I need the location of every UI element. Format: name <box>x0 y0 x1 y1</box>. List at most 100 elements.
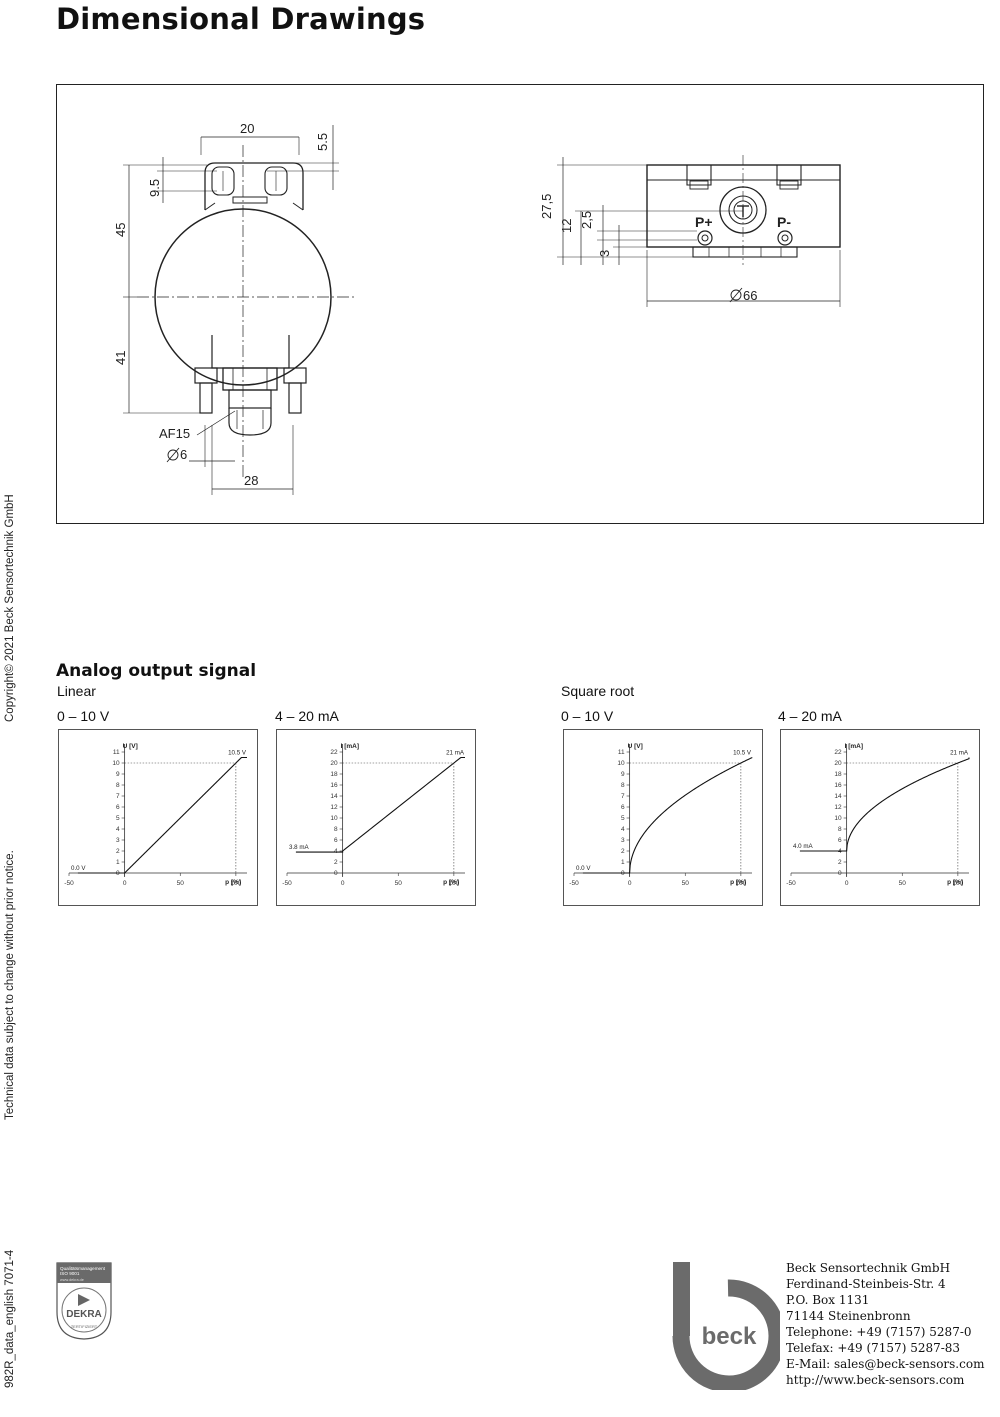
y-tick-label: 10 <box>617 760 625 767</box>
y-tick-label: 8 <box>838 826 842 833</box>
annotation-low: 0.0 V <box>71 865 86 872</box>
y-tick-label: 5 <box>621 815 625 822</box>
y-tick-label: 20 <box>834 760 842 767</box>
y-tick-label: 10 <box>834 815 842 822</box>
y-tick-label: 16 <box>330 782 338 789</box>
y-tick-label: 8 <box>621 782 625 789</box>
dekra-triangle-icon <box>78 1294 90 1306</box>
y-tick-label: 6 <box>334 837 338 844</box>
notice-text: Technical data subject to change without… <box>4 850 16 1120</box>
y-tick-label: 6 <box>621 804 625 811</box>
page-title: Dimensional Drawings <box>56 2 426 36</box>
sqrt-label: Square root <box>561 683 635 699</box>
x-tick-label: 50 <box>899 880 907 887</box>
y-tick-label: 22 <box>834 749 842 756</box>
linear-label: Linear <box>57 683 96 699</box>
x-axis-label: p [%] <box>730 879 746 886</box>
y-tick-label: 14 <box>330 793 338 800</box>
x-tick-label: 50 <box>682 880 690 887</box>
y-tick-label: 12 <box>330 804 338 811</box>
dim-41-label: 41 <box>113 351 128 365</box>
y-tick-label: 2 <box>334 859 338 866</box>
signal-curve <box>295 756 465 853</box>
dim-9-5-label: 9.5 <box>147 179 162 197</box>
x-tick-label: -50 <box>64 880 74 887</box>
y-tick-label: 4 <box>621 826 625 833</box>
chart-1-label: 0 – 10 V <box>57 708 110 724</box>
y-axis-label: U [V] <box>123 743 138 750</box>
y-tick-label: 0 <box>116 870 120 877</box>
y-axis-label: I [mA] <box>845 743 863 750</box>
p-plus-label: P+ <box>695 214 713 230</box>
x-tick-label: 50 <box>177 880 185 887</box>
annotation-low: 4.0 mA <box>793 843 813 850</box>
p-minus-label: P- <box>777 214 791 230</box>
dia-6-label: 6 <box>180 447 187 462</box>
side-view: P+ P- 27,5 12 2,5 3 <box>539 155 841 307</box>
annotation-high: 21 mA <box>446 750 465 757</box>
y-tick-label: 18 <box>330 771 338 778</box>
annotation-low: 3.8 mA <box>289 844 309 851</box>
company-address: Beck Sensortechnik GmbH Ferdinand-Steinb… <box>786 1260 984 1388</box>
x-tick-label: 50 <box>395 880 403 887</box>
y-tick-label: 10 <box>330 815 338 822</box>
cert-ring: ZERTIFIZIERT <box>71 1324 98 1329</box>
x-tick-label: -50 <box>786 880 796 887</box>
x-axis-label: p [%] <box>443 879 459 886</box>
logo-text: beck <box>702 1323 757 1350</box>
copyright-text: Copyright© 2021 Beck Sensortechnik GmbH <box>4 494 16 722</box>
dimensional-drawing-frame: 20 5.5 9.5 45 41 AF15 6 <box>56 84 984 524</box>
x-tick-label: 100 <box>448 880 459 887</box>
x-tick-label: 0 <box>845 880 849 887</box>
y-tick-label: 22 <box>330 749 338 756</box>
y-tick-label: 14 <box>834 793 842 800</box>
dim-5-5-label: 5.5 <box>315 133 330 151</box>
y-tick-label: 8 <box>116 782 120 789</box>
x-tick-label: 100 <box>735 880 746 887</box>
y-tick-label: 16 <box>834 782 842 789</box>
beck-logo: beck <box>672 1262 780 1390</box>
annotation-high: 10.5 V <box>228 750 247 757</box>
x-axis-label: p [%] <box>225 879 241 886</box>
y-tick-label: 0 <box>334 870 338 877</box>
y-tick-label: 18 <box>834 771 842 778</box>
annotation-high: 10.5 V <box>733 750 752 757</box>
x-tick-label: 0 <box>628 880 632 887</box>
y-tick-label: 0 <box>838 870 842 877</box>
dim-20-label: 20 <box>240 121 254 136</box>
dim-12-label: 12 <box>559 219 574 233</box>
dim-45-label: 45 <box>113 223 128 237</box>
chart-4-label: 4 – 20 mA <box>778 708 842 724</box>
y-tick-label: 3 <box>621 837 625 844</box>
y-tick-label: 6 <box>838 837 842 844</box>
cert-line-3: www.dekra.de <box>60 1278 84 1282</box>
chart-2-label: 4 – 20 mA <box>275 708 339 724</box>
dim-3-label: 3 <box>597 250 612 257</box>
y-tick-label: 20 <box>330 760 338 767</box>
y-tick-label: 2 <box>838 859 842 866</box>
y-tick-label: 1 <box>116 859 120 866</box>
address-city: 71144 Steinenbronn <box>786 1309 911 1323</box>
y-tick-label: 2 <box>116 848 120 855</box>
address-website[interactable]: http://www.beck-sensors.com <box>786 1373 965 1387</box>
x-tick-label: 100 <box>952 880 963 887</box>
dekra-certification-seal: Qualitätsmanagement ISO 9001 www.dekra.d… <box>56 1262 112 1340</box>
analog-section-title: Analog output signal <box>56 661 257 681</box>
address-pobox: P.O. Box 1131 <box>786 1293 870 1307</box>
document-id: 982R_data_english 7071-4 <box>4 1249 16 1388</box>
signal-curve <box>582 757 753 874</box>
signal-curve <box>799 757 970 852</box>
dim-27-5-label: 27,5 <box>539 194 554 219</box>
y-tick-label: 9 <box>116 771 120 778</box>
address-street: Ferdinand-Steinbeis-Str. 4 <box>786 1277 946 1291</box>
y-tick-label: 10 <box>112 760 120 767</box>
dim-2-5-label: 2,5 <box>579 211 594 229</box>
address-email[interactable]: E-Mail: sales@beck-sensors.com <box>786 1357 985 1371</box>
